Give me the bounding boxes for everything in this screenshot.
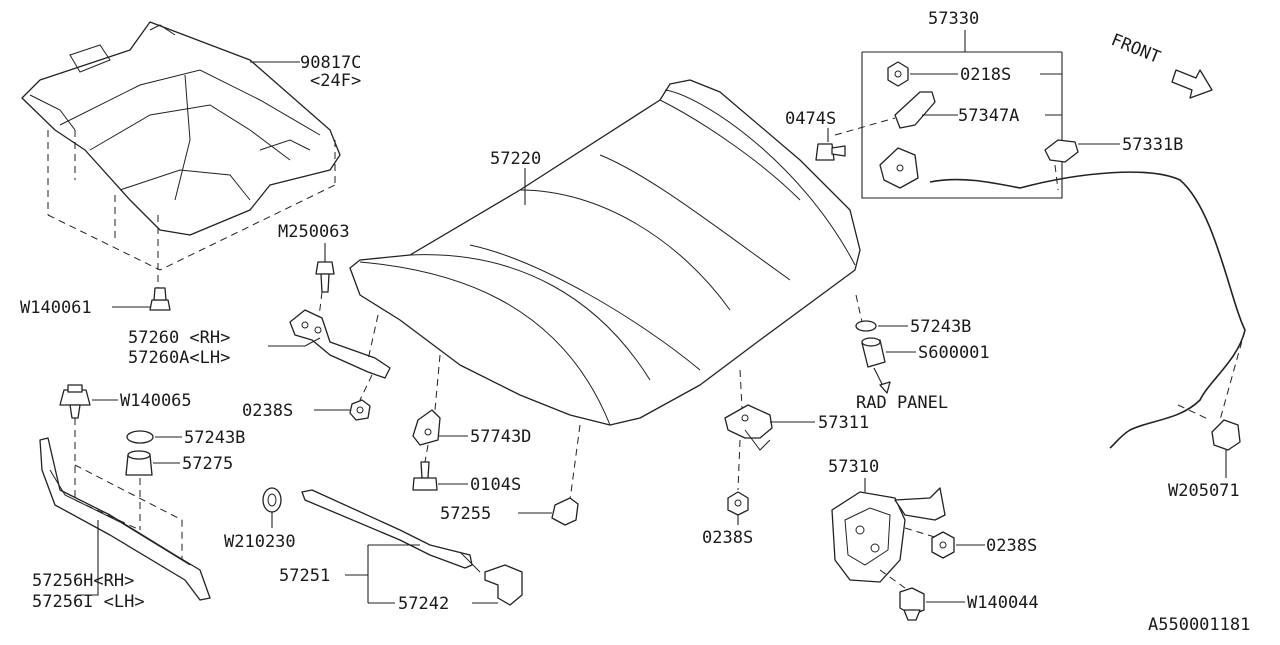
bumper-s600001	[861, 337, 886, 368]
label-57256i: 57256I <LH>	[32, 592, 145, 612]
nut-0218s	[887, 61, 909, 87]
front-label: FRONT	[1108, 30, 1163, 68]
clip-w140061	[149, 287, 171, 311]
latch-cable	[929, 171, 1246, 449]
label-w205071: W205071	[1168, 481, 1240, 501]
label-57243b-a: 57243B	[184, 428, 245, 448]
stay-rod-57251	[301, 489, 481, 573]
label-m250063: M250063	[278, 222, 350, 242]
front-arrow-icon	[1171, 69, 1213, 99]
label-w140044: W140044	[967, 593, 1039, 613]
rad-panel-arrow-head-icon	[879, 381, 891, 394]
nut-0238s-c	[931, 531, 955, 559]
label-57255: 57255	[440, 504, 491, 524]
pad-57243b-a	[126, 430, 154, 444]
diagram-code: A550001181	[1148, 615, 1250, 635]
nut-0238s-a	[349, 399, 371, 421]
leader-57256	[78, 520, 99, 596]
label-w140061: W140061	[20, 298, 92, 318]
label-w140065: W140065	[120, 391, 192, 411]
label-0238s-b: 0238S	[702, 528, 753, 548]
clip-w140044	[899, 587, 925, 621]
pad-57243b-b	[855, 320, 877, 332]
clip-57255	[551, 497, 579, 526]
label-57275: 57275	[182, 454, 233, 474]
striker-57311	[724, 404, 773, 451]
seal-57256	[39, 437, 211, 601]
label-57743d: 57743D	[470, 427, 531, 447]
hood-lock-57310	[831, 487, 946, 583]
clip-57331b	[1044, 139, 1079, 163]
label-90817c: 90817C	[300, 53, 361, 73]
label-57251: 57251	[279, 566, 330, 586]
hinge-part	[289, 309, 391, 379]
label-57310: 57310	[828, 457, 879, 477]
label-0238s-c: 0238S	[986, 536, 1037, 556]
rad-panel-label: RAD PANEL	[856, 393, 948, 413]
lock-block	[879, 147, 919, 189]
leader-57251	[345, 544, 420, 604]
label-57311: 57311	[818, 413, 869, 433]
bracket-57330	[861, 30, 1063, 199]
label-57260-rh: 57260 <RH>	[128, 328, 230, 348]
label-57220: 57220	[490, 149, 541, 169]
label-0104s: 0104S	[470, 475, 521, 495]
holder-57242	[484, 564, 523, 606]
label-57331b: 57331B	[1122, 135, 1183, 155]
nut-0238s-b	[727, 491, 749, 516]
label-w210230: W210230	[224, 532, 296, 552]
bolt-m250063	[315, 261, 335, 293]
label-57347a: 57347A	[958, 106, 1019, 126]
clip-w205071	[1211, 419, 1241, 451]
label-0474s: 0474S	[785, 109, 836, 129]
label-57330: 57330	[928, 9, 979, 29]
label-57242: 57242	[398, 594, 449, 614]
bumper-57275	[125, 450, 153, 476]
label-57256h: 57256H<RH>	[32, 571, 134, 591]
leader-57260	[268, 337, 321, 347]
bolt-0104s	[412, 461, 438, 491]
hood-part	[349, 79, 861, 426]
bracket-57743d	[412, 409, 441, 446]
label-24f: <24F>	[310, 71, 361, 91]
bolt-0474s	[815, 143, 846, 161]
under-cover-part	[21, 21, 341, 290]
label-57243b-b: 57243B	[910, 317, 971, 337]
label-s600001: S600001	[918, 343, 990, 363]
label-57260a-lh: 57260A<LH>	[128, 348, 230, 368]
label-0238s-a: 0238S	[242, 401, 293, 421]
grommet-w210230	[262, 487, 282, 513]
clip-w140065	[59, 384, 91, 419]
label-0218s: 0218S	[960, 65, 1011, 85]
bracket-57347a	[894, 91, 936, 129]
